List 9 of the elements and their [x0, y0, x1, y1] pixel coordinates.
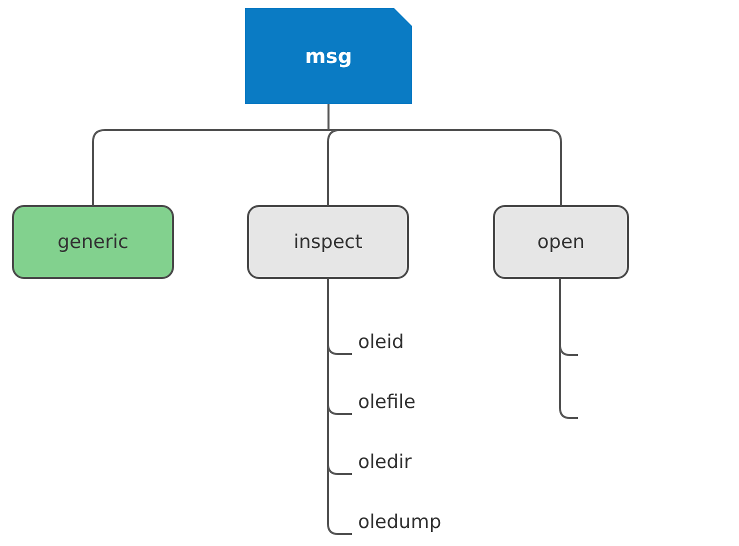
category-box: open — [493, 205, 629, 279]
document-box: msg — [245, 8, 412, 104]
category-box: inspect — [247, 205, 409, 279]
tool-label: oleid — [358, 326, 468, 358]
tool-label: olefile — [358, 386, 468, 418]
tool-label: oledump — [358, 506, 478, 538]
category-box: generic — [12, 205, 174, 279]
tool-label: oledir — [358, 446, 468, 478]
connector-line — [327, 279, 352, 535]
